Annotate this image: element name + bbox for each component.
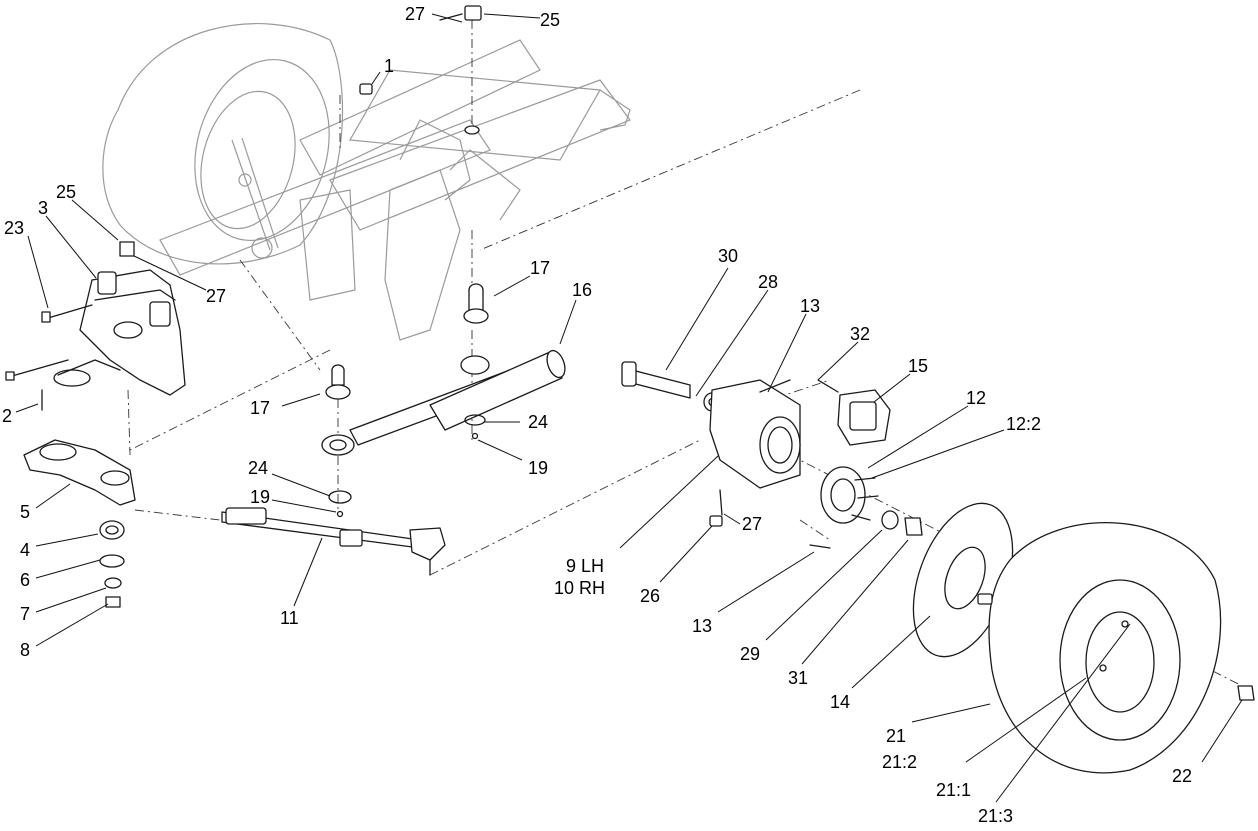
callout-13: 13 [800,296,820,316]
tie-rod [221,507,446,576]
callout-29: 29 [740,644,760,664]
callout-4: 4 [20,540,30,560]
callout-15: 15 [908,356,928,376]
callout-27: 27 [742,514,762,534]
callout-8: 8 [20,640,30,660]
callout-12: 12 [966,388,986,408]
callout-17: 17 [530,258,550,278]
callout-16: 16 [572,280,592,300]
callout-24: 24 [248,458,268,478]
callout-19: 19 [250,487,270,507]
callout-28: 28 [758,272,778,292]
callout-5: 5 [20,502,30,522]
callout-21-1: 21:1 [936,780,971,800]
callout-3: 3 [38,198,48,218]
steering-cylinder-assembly [321,283,566,518]
callout-27: 27 [405,4,425,24]
callout-19: 19 [528,458,548,478]
callout-22: 22 [1172,766,1192,786]
callout-7: 7 [20,604,30,624]
callout-12-2: 12:2 [1006,414,1041,434]
callout-25: 25 [56,182,76,202]
callout-6: 6 [20,570,30,590]
callout-21: 21 [886,726,906,746]
callout-9-lh: 9 LH [566,556,604,576]
front-wheel [977,522,1255,774]
callout-2: 2 [2,406,12,426]
callout-26: 26 [640,586,660,606]
callout-24: 24 [528,412,548,432]
background-frame-assembly [102,23,631,341]
wheel-hub-assembly [621,361,1014,658]
callout-32: 32 [850,324,870,344]
steering-knuckle-assembly [5,241,186,608]
callout-31: 31 [788,668,808,688]
callout-23: 23 [4,218,24,238]
callout-21-2: 21:2 [882,752,917,772]
callout-leaders [15,13,1243,803]
assembly-center-lines [127,20,1251,691]
callout-labels: 27 25 1 23 3 25 27 2 5 4 6 7 8 17 16 17 … [2,4,1192,826]
callout-13: 13 [692,616,712,636]
callout-17: 17 [250,398,270,418]
top-fasteners [359,5,482,135]
callout-14: 14 [830,692,850,712]
callout-27: 27 [206,286,226,306]
callout-30: 30 [718,246,738,266]
callout-21-3: 21:3 [978,806,1013,826]
callout-10-rh: 10 RH [554,578,605,598]
callout-25: 25 [540,10,560,30]
callout-1: 1 [384,56,394,76]
callout-11: 11 [280,608,299,628]
